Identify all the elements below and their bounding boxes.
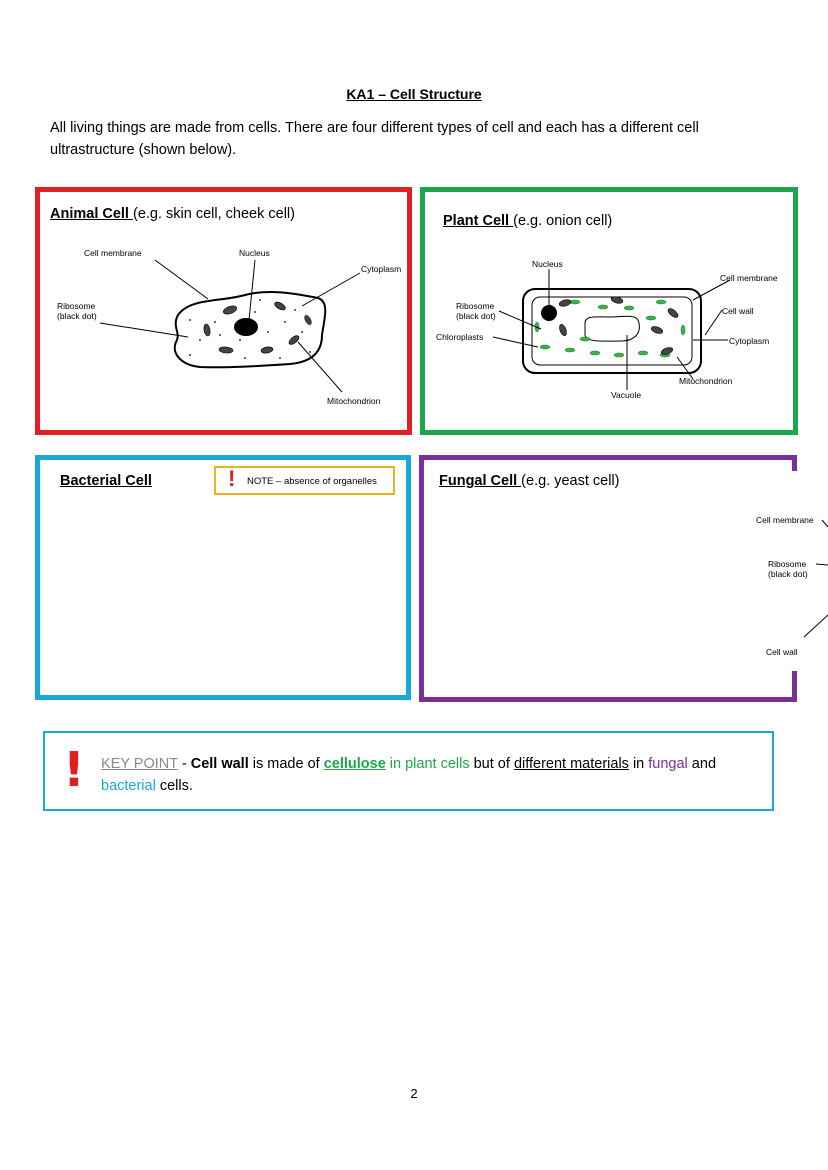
bacterial-cell-heading: Bacterial Cell: [60, 473, 152, 489]
page-number: 2: [410, 1086, 418, 1101]
exclamation-icon: !: [228, 466, 236, 491]
plant-label-mito: Mitochondrion: [679, 376, 733, 386]
animal-label-membrane: Cell membrane: [84, 248, 142, 258]
animal-cell-diagram: [99, 259, 361, 393]
animal-label-cytoplasm: Cytoplasm: [361, 264, 402, 274]
animal-label-ribosome: Ribosome (black dot): [57, 301, 97, 321]
plant-label-vacuole: Vacuole: [611, 390, 642, 400]
animal-cell-box: [35, 187, 412, 435]
plant-label-membrane: Cell membrane: [720, 273, 778, 283]
plant-label-nucleus: Nucleus: [532, 259, 563, 269]
animal-label-nucleus: Nucleus: [239, 248, 270, 258]
fungal-label-membrane: Cell membrane: [756, 515, 814, 525]
exclamation-icon: !: [63, 742, 85, 798]
key-point-text: KEY POINT - Cell wall is made of cellulo…: [101, 756, 717, 794]
plant-cell-heading: Plant Cell (e.g. onion cell): [443, 213, 613, 229]
fungal-cell-diagram-lines: [803, 519, 828, 638]
fungal-cell-heading: Fungal Cell (e.g. yeast cell): [439, 473, 620, 489]
plant-cell-diagram: [492, 269, 731, 390]
fungal-label-wall: Cell wall: [766, 647, 798, 657]
plant-cell-box: [420, 187, 798, 435]
animal-label-mito: Mitochondrion: [327, 396, 381, 406]
plant-label-chloroplasts: Chloroplasts: [436, 332, 484, 342]
fungal-cell-box: [419, 455, 797, 702]
animal-cell-heading: Animal Cell (e.g. skin cell, cheek cell): [50, 206, 295, 222]
plant-label-cytoplasm: Cytoplasm: [729, 336, 770, 346]
key-point-box: ! KEY POINT - Cell wall is made of cellu…: [43, 731, 774, 811]
intro-paragraph: All living things are made from cells. T…: [50, 120, 699, 158]
fungal-box-gap: [756, 471, 828, 671]
page-title: KA1 – Cell Structure: [346, 86, 482, 102]
key-point-label: KEY POINT: [101, 756, 178, 772]
fungal-label-ribosome: Ribosome (black dot): [768, 559, 808, 579]
plant-label-wall: Cell wall: [722, 306, 754, 316]
organelle-note: ! NOTE – absence of organelles: [214, 466, 395, 495]
note-text: NOTE – absence of organelles: [247, 476, 377, 487]
plant-label-ribosome: Ribosome (black dot): [456, 301, 496, 321]
bacterial-cell-box: [35, 455, 411, 700]
